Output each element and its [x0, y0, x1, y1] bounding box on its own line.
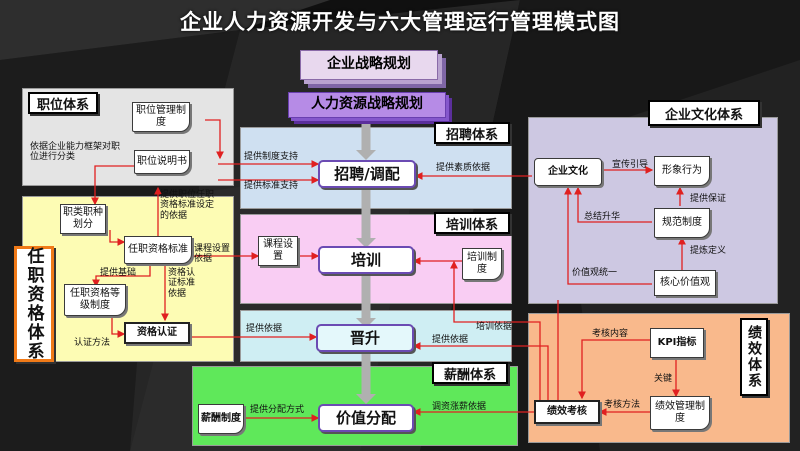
training-box[interactable]: 培训	[318, 246, 414, 274]
publicity-label: 宣传引导	[612, 160, 649, 170]
corporate-culture-label: 企业文化	[548, 165, 588, 177]
course-setup-box[interactable]: 课程设置	[258, 236, 298, 266]
key-label: 关键	[654, 374, 673, 384]
course-setup-label: 课程设置	[263, 238, 293, 263]
corporate-strategy-box[interactable]: 企业战略规划	[300, 50, 438, 80]
cert-method-label: 认证方法	[74, 338, 111, 348]
appraisal-content-label: 考核内容	[592, 329, 629, 339]
job-classification-note: 依据企业能力框架对职位进行分类	[30, 142, 121, 163]
training-system-label: 培训制度	[467, 251, 497, 276]
standard-support-label: 提供标准支持	[244, 181, 299, 191]
qualification-standard-label: 任职资格标准	[128, 243, 188, 255]
promotion-basis-left-label: 提供依据	[246, 324, 283, 334]
performance-appraisal-label: 绩效考核	[547, 405, 587, 417]
qualification-certification-box[interactable]: 资格认证	[124, 322, 190, 344]
qualification-certification-label: 资格认证	[137, 326, 177, 338]
quality-basis-label: 提供素质依据	[436, 163, 491, 173]
hr-strategy-label: 人力资源战略规划	[311, 96, 423, 113]
kpi-box[interactable]: KPI指标	[650, 328, 704, 358]
job-management-system-box[interactable]: 职位管理制度	[132, 102, 190, 132]
training-basis-label: 培训依据	[476, 322, 513, 332]
value-distribution-label: 价值分配	[335, 408, 396, 427]
job-description-box[interactable]: 职位说明书	[134, 150, 190, 174]
culture-tag-label: 企业文化体系	[664, 107, 743, 123]
qualification-grade-system-box[interactable]: 任职资格等级制度	[64, 284, 126, 316]
salary-system-label: 薪酬制度	[201, 412, 241, 424]
culture-panel	[528, 117, 778, 304]
qualification-basis-label: 提供职位任职资格标准设定的依据	[160, 190, 215, 221]
training-tag-label: 培训体系	[445, 217, 498, 233]
recruitment-box[interactable]: 招聘/调配	[318, 160, 416, 188]
promotion-basis-right-label: 提供依据	[432, 335, 469, 345]
qualification-system-tag: 任职资格体系	[14, 246, 54, 362]
qualification-system-tag-label: 任职资格体系	[23, 247, 44, 361]
performance-appraisal-box[interactable]: 绩效考核	[534, 400, 600, 424]
salary-system-box[interactable]: 薪酬制度	[198, 404, 244, 434]
guarantee-label: 提供保证	[690, 194, 727, 204]
training-label: 培训	[350, 250, 381, 269]
system-support-label: 提供制度支持	[244, 152, 299, 162]
image-behavior-box[interactable]: 形象行为	[654, 156, 710, 186]
kpi-label: KPI指标	[657, 336, 697, 348]
performance-tag-label: 绩效体系	[746, 325, 762, 389]
compensation-tag-label: 薪酬体系	[443, 367, 496, 383]
hr-strategy-box[interactable]: 人力资源战略规划	[288, 92, 446, 118]
performance-system-box[interactable]: 绩效管理制度	[650, 396, 710, 430]
foundation-label: 提供基础	[100, 268, 137, 278]
job-system-tag-label: 职位体系	[36, 97, 89, 113]
summary-label: 总结升华	[584, 212, 621, 222]
culture-tag: 企业文化体系	[648, 100, 760, 126]
image-behavior-label: 形象行为	[662, 164, 702, 176]
job-system-tag: 职位体系	[28, 92, 98, 114]
salary-adjust-label: 调资涨薪依据	[432, 402, 487, 412]
promotion-label: 晋升	[349, 328, 380, 347]
course-basis-label: 课程设置依据	[194, 244, 231, 265]
job-description-label: 职位说明书	[137, 155, 187, 167]
job-family-label: 职类职种划分	[63, 206, 103, 231]
performance-system-label: 绩效管理制度	[655, 400, 705, 425]
values-unify-label: 价值观统一	[572, 268, 618, 278]
page-title: 企业人力资源开发与六大管理运行管理模式图	[180, 10, 620, 34]
norm-system-box[interactable]: 规范制度	[654, 208, 710, 238]
performance-tag: 绩效体系	[740, 318, 768, 396]
distribution-method-label: 提供分配方式	[250, 405, 305, 415]
training-system-box[interactable]: 培训制度	[462, 248, 502, 280]
job-management-system-label: 职位管理制度	[136, 104, 186, 129]
core-values-label: 核心价值观	[660, 276, 710, 288]
promotion-box[interactable]: 晋升	[316, 324, 414, 352]
value-distribution-box[interactable]: 价值分配	[318, 404, 414, 432]
corporate-culture-box[interactable]: 企业文化	[534, 158, 602, 186]
training-tag: 培训体系	[434, 212, 510, 234]
qualification-grade-system-label: 任职资格等级制度	[70, 287, 120, 312]
recruitment-tag-label: 招聘体系	[445, 127, 498, 143]
recruitment-tag: 招聘体系	[434, 122, 510, 144]
compensation-tag: 薪酬体系	[432, 362, 508, 384]
appraisal-method-label: 考核方法	[604, 400, 641, 410]
qualification-standard-box[interactable]: 任职资格标准	[124, 236, 192, 264]
corporate-strategy-label: 企业战略规划	[327, 56, 411, 73]
norm-system-label: 规范制度	[662, 216, 702, 228]
job-family-box[interactable]: 职类职种划分	[60, 204, 106, 234]
recruitment-label: 招聘/调配	[334, 164, 400, 183]
cert-standard-label: 资格认证标准依据	[168, 268, 196, 299]
core-values-box[interactable]: 核心价值观	[654, 270, 716, 296]
refine-label: 提炼定义	[690, 246, 727, 256]
promotion-band	[240, 310, 512, 362]
